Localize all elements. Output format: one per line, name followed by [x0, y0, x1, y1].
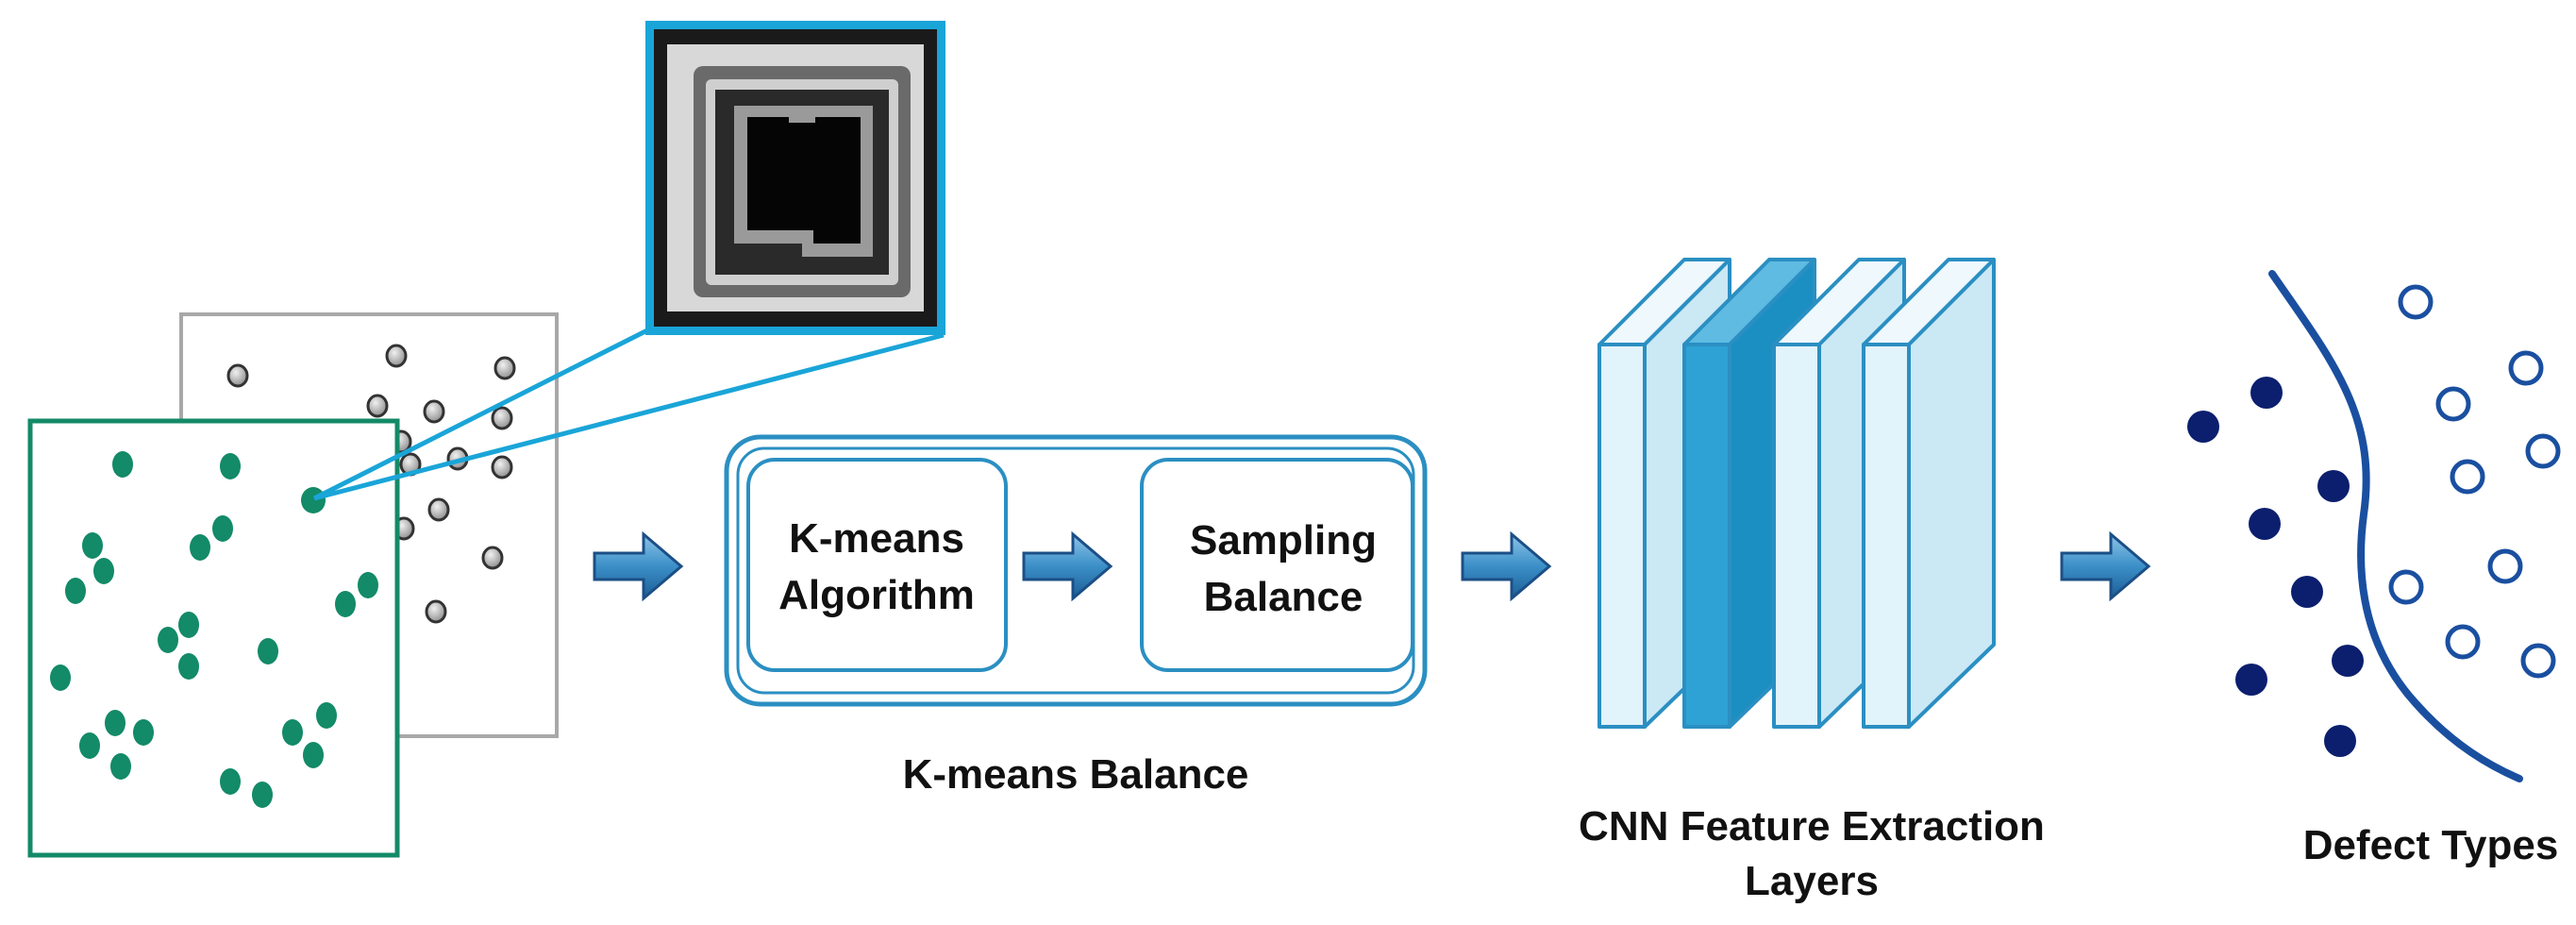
green-wafer-dots: [50, 451, 378, 808]
defect-classification: [2187, 270, 2561, 782]
kmeans-algorithm-box: K-means Algorithm: [746, 458, 1008, 672]
kmeans-balance-block: K-means Algorithm Sampling Balance: [724, 434, 1428, 707]
zoom-lines: [312, 328, 945, 501]
light-class-dots: [2388, 284, 2561, 679]
flow-arrow-1: [593, 532, 683, 600]
dark-class-dots: [2187, 377, 2364, 757]
kmeans-balance-caption: K-means Balance: [903, 751, 1249, 798]
defect-zoom-image: [645, 21, 945, 335]
flow-arrow-3: [2060, 532, 2150, 600]
kmeans-algorithm-line1: K-means: [789, 515, 964, 562]
cnn-caption-line1: CNN Feature Extraction: [1579, 803, 2045, 849]
decision-boundary-curve: [2268, 270, 2523, 782]
sampling-balance-box: Sampling Balance: [1140, 458, 1414, 672]
sampling-balance-line1: Sampling: [1190, 517, 1377, 563]
cnn-layer-4: [1862, 258, 1996, 729]
cnn-layers: [1597, 258, 1996, 729]
green-wafer-map: [27, 418, 400, 858]
cnn-caption-line2: Layers: [1745, 858, 1879, 904]
kmeans-algorithm-line2: Algorithm: [778, 572, 975, 618]
flow-arrow-2: [1461, 532, 1551, 600]
defect-types-caption: Defect Types: [2303, 822, 2559, 868]
sampling-balance-line2: Balance: [1204, 574, 1363, 620]
